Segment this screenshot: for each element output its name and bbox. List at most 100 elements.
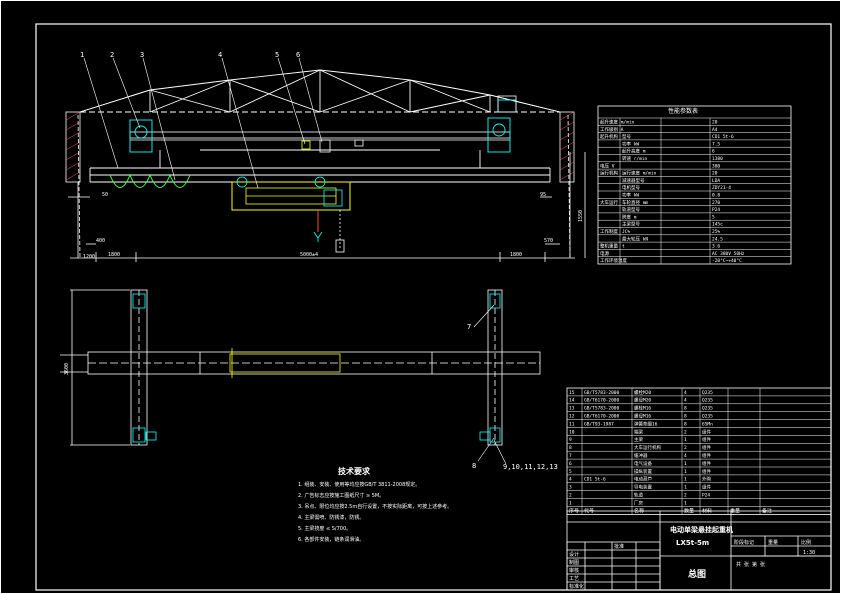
balloon-4: 4: [218, 51, 222, 59]
bom-cell: 2: [569, 493, 572, 499]
params-cell: 3.6: [712, 244, 720, 250]
params-cell: 功率 kW: [622, 192, 639, 199]
bom-cell: 14: [569, 398, 575, 404]
bom-cell: 1: [684, 461, 687, 467]
bom-cell: 4: [684, 390, 687, 396]
bom-cell: 螺栓M16: [634, 405, 651, 412]
params-cell: 减速器型号: [622, 177, 645, 184]
notes-line-4: 4. 主梁需喷、防锈漆，防锈。: [298, 514, 364, 521]
bom-cell: GB/T5783-2000: [584, 390, 620, 396]
balloon-9-13: 9,10,11,12,13: [503, 463, 558, 471]
bom-cell: GB/T93-1987: [584, 421, 614, 427]
bom-cell: Q235: [702, 414, 713, 420]
bom-cell: 1: [684, 485, 687, 491]
params-cell: 5: [712, 214, 715, 220]
bom-cell: 电气设备: [634, 460, 652, 467]
params-cell: 25%: [712, 229, 720, 235]
params-cell: 型号: [622, 133, 631, 140]
drawing-title-main: 电动单梁悬挂起重机: [670, 525, 733, 534]
params-cell: A4: [712, 127, 718, 133]
bom-cell: P24: [702, 493, 710, 499]
params-cell: 工作制度: [600, 228, 618, 235]
bom-cell: 螺母M20: [634, 397, 651, 404]
bom-cell: 5: [569, 469, 572, 475]
bom-cell: 15: [569, 390, 575, 396]
bom-cell: 螺母M16: [634, 413, 651, 420]
bom-cell: 8: [569, 445, 572, 451]
notes-line-2: 2. 广告标志应按施工图纸尺寸 ≥ 5M。: [298, 492, 384, 499]
dim-plan-height: 3600: [64, 363, 70, 375]
bom-cell: 导电装置: [634, 484, 652, 491]
params-cell: 270: [712, 200, 720, 206]
params-cell: 整机重量: [600, 243, 618, 250]
bom-cell: 组件: [702, 460, 711, 467]
params-cell: I45c: [712, 222, 723, 228]
bom-cell: 13: [569, 406, 575, 412]
bom-cell: 组件: [702, 452, 711, 459]
bom-cell: GB/T6170-2000: [584, 398, 620, 404]
bom-cell: 1: [684, 500, 687, 506]
bom-cell: 弹簧垫圈16: [634, 420, 658, 427]
params-cell: 轨道型号: [622, 206, 640, 213]
params-cell: -20°C~+40°C: [712, 258, 742, 264]
params-cell: 7.5: [712, 141, 720, 147]
tb-label-check: 审核: [569, 567, 579, 574]
bom-cell: Q235: [702, 390, 713, 396]
balloon-leaders: [83, 57, 507, 465]
bom-cell: 1: [684, 477, 687, 483]
tb-label-craft: 工艺: [569, 576, 579, 582]
notes-title: 技术要求: [338, 466, 371, 476]
bom-cell: 65Mn: [702, 421, 713, 427]
dim-right-overhang: 1800: [510, 252, 522, 258]
bom-cell: 外购: [702, 476, 711, 483]
params-cell: 大车运行: [600, 199, 618, 206]
params-cell: ZDY21-4: [712, 185, 731, 191]
bom-cell: 1: [569, 500, 572, 506]
notes-line-5: 5. 主梁挠度 ≤ S/700。: [298, 525, 351, 532]
notes-line-1: 1. 组装、安装、使用等均应按GB/T 3811-2008规定。: [298, 481, 420, 488]
tb-label-design: 设计: [569, 551, 579, 558]
params-cell: 电源: [600, 250, 609, 257]
dim-side-height: 1550: [578, 210, 584, 222]
params-cell: 6: [712, 149, 715, 155]
dim-left-ht: 50: [102, 192, 108, 198]
bom-cell: 10: [569, 429, 575, 435]
balloon-7: 7: [467, 323, 471, 331]
bom-cell: 厂房: [634, 499, 643, 506]
electric-hoist: [231, 176, 351, 253]
tb-label-standard: 标准化: [569, 583, 584, 590]
dim-right-end: 570: [544, 238, 553, 244]
params-cell: 电压 V: [600, 162, 615, 169]
params-cell: 起升高度 m: [622, 148, 646, 155]
technical-notes: 技术要求 1. 组装、安装、使用等均应按GB/T 3811-2008规定。 2.…: [298, 466, 452, 543]
bom-cell: 6: [569, 461, 572, 467]
tb-weight-label: 重量: [768, 539, 778, 546]
params-cell: 1380: [712, 156, 723, 162]
params-cell: 跨度 m: [622, 213, 637, 220]
balloon-8: 8: [472, 462, 476, 470]
params-cell: JC%: [622, 229, 630, 235]
bom-cell: Q235: [702, 406, 713, 412]
inner-frame: [35, 23, 832, 591]
bom-cell: 轨道: [634, 492, 643, 499]
params-cell: t: [622, 244, 625, 250]
params-cell: 20: [712, 120, 718, 126]
notes-line-3: 3. 吊点、限位均应按2.5m自行设置，不按实际距离，可按上述参考。: [298, 503, 452, 510]
balloon-6: 6: [296, 51, 300, 59]
left-wall: [65, 111, 81, 183]
bom-cell: 2: [684, 493, 687, 499]
bom-cell: 1: [684, 469, 687, 475]
tb-label-draw: 制图: [569, 559, 579, 566]
bom-cell: 组件: [702, 468, 711, 475]
params-cell: 主梁型号: [622, 221, 640, 228]
params-cell: 24.5: [712, 236, 723, 242]
params-cell: 20: [712, 171, 718, 177]
dim-right-ht: 95: [540, 192, 546, 198]
tb-label-approve: 批准: [614, 543, 624, 550]
bom-cell: 端梁: [634, 428, 643, 435]
params-frame: [597, 105, 792, 265]
bom-cell: 2: [684, 445, 687, 451]
